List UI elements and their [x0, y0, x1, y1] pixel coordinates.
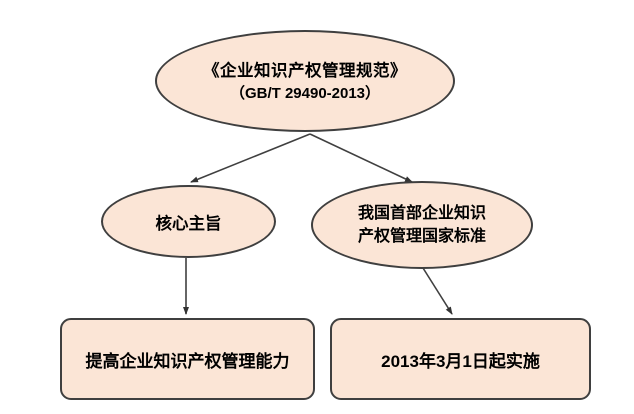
arrow-root-to-left-node — [190, 133, 311, 183]
arrow-root-to-right-node — [309, 133, 413, 183]
root-standard-title: 《企业知识产权管理规范》 — [203, 61, 407, 80]
core-purpose-label: 核心主旨 — [155, 214, 222, 233]
capability-result-label: 提高企业知识产权管理能力 — [85, 351, 290, 371]
implementation-date-label: 2013年3月1日起实施 — [381, 351, 540, 371]
root-standard-node: 《企业知识产权管理规范》 （GB/T 29490-2013） — [155, 30, 455, 132]
national-standard-line2: 产权管理国家标准 — [357, 228, 486, 245]
arrow-right-node-to-result — [422, 267, 453, 315]
implementation-date-box: 2013年3月1日起实施 — [330, 318, 591, 400]
core-purpose-node: 核心主旨 — [101, 185, 276, 258]
capability-result-box: 提高企业知识产权管理能力 — [60, 318, 315, 400]
national-standard-node: 我国首部企业知识 产权管理国家标准 — [311, 181, 533, 269]
root-standard-code: （GB/T 29490-2013） — [229, 84, 381, 102]
national-standard-line1: 我国首部企业知识 — [357, 205, 486, 222]
